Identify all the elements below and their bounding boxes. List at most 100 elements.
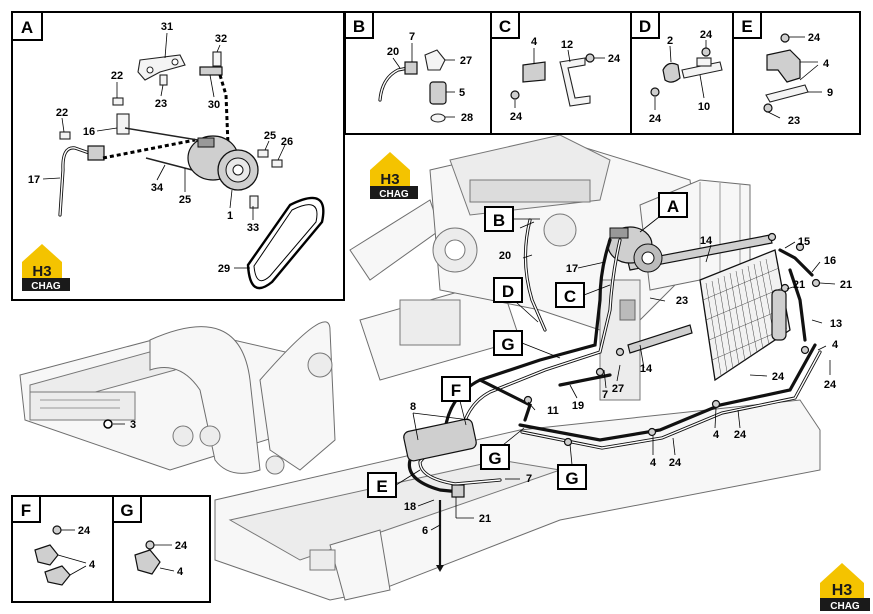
callout-main-7: 7 (602, 389, 608, 401)
callout-main-17: 17 (566, 263, 578, 275)
callout-c-12: 12 (561, 39, 573, 51)
callout-main-20: 20 (499, 250, 511, 262)
battery-box (29, 391, 136, 421)
logo-mark-corner: H3 (832, 582, 853, 599)
detail-box-d: D (630, 11, 734, 135)
callout-a-16: 16 (83, 126, 95, 138)
callout-main-13: 13 (830, 318, 842, 330)
callout-main-16: 16 (824, 255, 836, 267)
callout-main-23: 23 (676, 295, 688, 307)
callout-g-4: 4 (177, 566, 184, 578)
callout-d-24: 24 (700, 29, 713, 41)
detail-tag-g: G (120, 501, 133, 520)
main-tag-f: F (451, 381, 461, 400)
callout-a-1: 1 (227, 210, 233, 222)
logo-mark: H3 (32, 263, 51, 280)
detail-tag-d: D (639, 17, 651, 36)
callout-d-2: 2 (667, 35, 673, 47)
callout-c-24: 24 (608, 53, 621, 65)
callout-a-22: 22 (111, 70, 123, 82)
logo-brand-main: CHAG (379, 189, 409, 200)
callout-f-24: 24 (78, 525, 91, 537)
main-tag-d: D (502, 282, 514, 301)
boom-bracket (149, 326, 261, 474)
callout-main-15: 15 (798, 236, 810, 248)
drive-belt (246, 196, 325, 290)
detail-box-a: A (11, 11, 345, 301)
detail-tag-f: F (21, 501, 31, 520)
callout-a-31: 31 (161, 21, 173, 33)
callout-b-7: 7 (409, 31, 415, 43)
callout-main-27: 27 (612, 383, 624, 395)
callout-main-24: 24 (772, 371, 785, 383)
callout-a-23: 23 (155, 98, 167, 110)
main-tag-g-upper: G (501, 335, 514, 354)
detail-tag-e: E (741, 17, 752, 36)
callout-a-34: 34 (151, 182, 164, 194)
callout-main-18: 18 (404, 501, 416, 513)
callout-main-24b: 24 (824, 379, 837, 391)
upper-frame-rail (349, 199, 441, 281)
callout-main-11: 11 (547, 405, 559, 417)
detail-box-f: F (11, 495, 114, 603)
refrigerant-hoses (403, 218, 822, 572)
detail-box-b: B (344, 11, 492, 135)
callout-c-4: 4 (531, 36, 538, 48)
brand-logo-main: H3 CHAG (370, 152, 418, 200)
callout-main-24d: 24 (669, 457, 682, 469)
callout-main-6: 6 (422, 525, 428, 537)
callout-b-28: 28 (461, 112, 473, 124)
detail-tag-a: A (21, 18, 33, 37)
callout-main-14b: 14 (640, 363, 653, 375)
main-tag-e: E (376, 477, 387, 496)
callout-e-24: 24 (808, 32, 821, 44)
brand-logo-corner: H3 CHAG (820, 563, 870, 612)
callout-d-10: 10 (698, 101, 710, 113)
callout-e-9: 9 (827, 87, 833, 99)
callout-a-29: 29 (218, 263, 230, 275)
callout-a-17: 17 (28, 174, 40, 186)
callout-d-24b: 24 (649, 113, 662, 125)
main-tag-c: C (564, 287, 576, 306)
callout-a-26: 26 (281, 136, 293, 148)
callout-main-8: 8 (410, 401, 416, 413)
main-callout-tags: B A D C G F G G E (367, 192, 688, 498)
detail-box-g: G (112, 495, 211, 603)
ac-condenser (627, 234, 791, 382)
detail-tag-b: B (353, 17, 365, 36)
callout-b-27: 27 (460, 55, 472, 67)
callout-main-24c: 24 (734, 429, 747, 441)
callout-a-33: 33 (247, 222, 259, 234)
logo-brand: CHAG (31, 281, 61, 292)
callout-main-4c: 4 (650, 457, 657, 469)
callout-g-24: 24 (175, 540, 188, 552)
callout-main-21: 21 (840, 279, 852, 291)
callout-e-4: 4 (823, 58, 830, 70)
part-numbers: 31 32 22 23 30 22 16 25 26 17 34 25 1 33… (28, 21, 852, 578)
main-tag-b: B (493, 211, 505, 230)
main-tag-g-right: G (565, 469, 578, 488)
callout-a-30: 30 (208, 99, 220, 111)
ac-compressor (607, 226, 663, 273)
callout-main-7b: 7 (526, 473, 532, 485)
callout-a-25: 25 (264, 130, 276, 142)
callout-main-21c: 21 (479, 513, 491, 525)
detail-box-e: E (732, 11, 861, 135)
main-tag-a: A (667, 197, 679, 216)
logo-mark-main: H3 (380, 171, 399, 188)
brand-logo-box-a: H3 CHAG (22, 244, 70, 292)
callout-main-21b: 21 (793, 279, 805, 291)
logo-brand-corner: CHAG (830, 601, 860, 612)
callout-main-19: 19 (572, 400, 584, 412)
callout-a-25b: 25 (179, 194, 191, 206)
callout-main-4b: 4 (713, 429, 720, 441)
callout-f-4: 4 (89, 559, 96, 571)
callout-main-14: 14 (700, 235, 713, 247)
callout-a-22b: 22 (56, 107, 68, 119)
callout-c-24b: 24 (510, 111, 523, 123)
callout-b-5: 5 (459, 87, 465, 99)
detail-box-c: C (490, 11, 632, 135)
main-tag-g-middle: G (488, 449, 501, 468)
compressor-detail (187, 135, 259, 191)
